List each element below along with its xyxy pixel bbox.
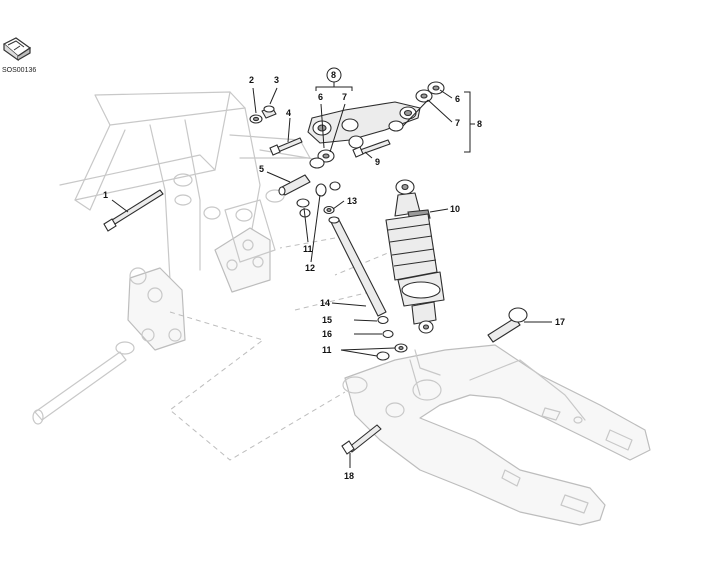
bushing-part-7-mid: [348, 120, 404, 149]
callout-13: 13: [347, 196, 357, 206]
washer-part-15: [377, 315, 389, 325]
callout-8-circled: 8: [331, 70, 336, 80]
leader-lines: [111, 82, 552, 468]
callout-6-right: 6: [455, 94, 460, 104]
bushing-part-6-right: [427, 81, 445, 95]
callout-3: 3: [274, 75, 279, 85]
tie-rod-part-14: [328, 216, 387, 317]
swingarm-outline: [342, 344, 651, 526]
clip-part-13: [323, 205, 335, 215]
callout-16: 16: [322, 329, 332, 339]
callout-8-right: 8: [477, 119, 482, 129]
callout-4: 4: [286, 108, 291, 118]
ring-part-11-upper: [296, 198, 311, 218]
callout-1: 1: [103, 190, 108, 200]
callout-11-upper: 11: [303, 244, 313, 254]
callout-10: 10: [450, 204, 460, 214]
ring-part-11-lower: [376, 343, 408, 361]
bolt-part-1: [103, 189, 164, 232]
callout-18: 18: [344, 471, 354, 481]
bolt-part-9: [352, 139, 391, 158]
bolt-part-18: [341, 424, 382, 455]
callout-15: 15: [322, 315, 332, 325]
bolt-part-17: [487, 307, 528, 343]
shock-absorber-part-10: [385, 179, 445, 334]
nut-part-3: [261, 105, 277, 119]
washer-part-16: [382, 329, 394, 339]
callout-14: 14: [320, 298, 330, 308]
callout-5: 5: [259, 164, 264, 174]
callout-7-left: 7: [342, 92, 347, 102]
book-icon: [2, 37, 32, 62]
rocker-arm: [307, 101, 421, 144]
callout-7-right: 7: [455, 118, 460, 128]
reference-dashed-lines: [169, 237, 396, 461]
bushing-part-6-left: [309, 149, 335, 169]
bolt-part-4: [269, 137, 303, 156]
ring-part-12: [315, 181, 341, 197]
callout-12: 12: [305, 263, 315, 273]
washer-part-2: [249, 114, 263, 124]
callout-6-left: 6: [318, 92, 323, 102]
callout-2: 2: [249, 75, 254, 85]
callout-9: 9: [375, 157, 380, 167]
diagram-code: SOS00136: [2, 67, 36, 74]
pin-part-5: [278, 174, 311, 196]
callout-11-lower: 11: [322, 345, 332, 355]
bushing-part-7-right: [415, 89, 433, 103]
callout-circle-8: [326, 67, 342, 83]
frame-outline: [32, 91, 321, 425]
callout-labels: 1 2 3 4 5 8 6 7 6 7 8 9 10 11 12 13 14 1…: [103, 67, 565, 481]
callout-17: 17: [555, 317, 565, 327]
